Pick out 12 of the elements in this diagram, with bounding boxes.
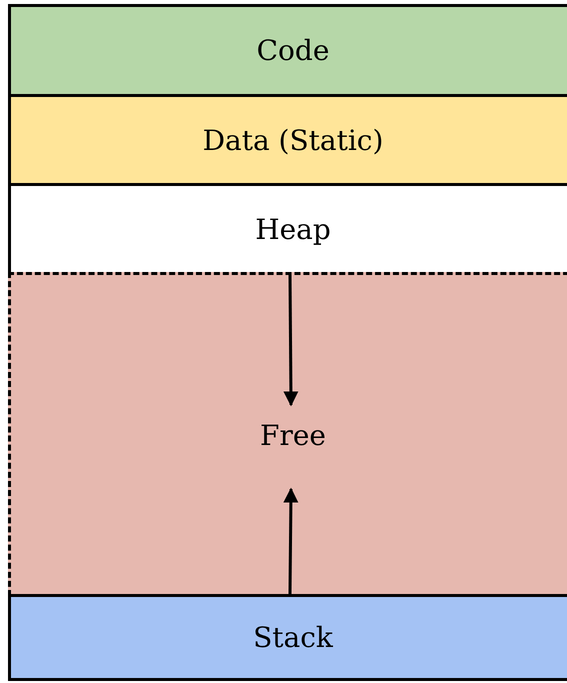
segment-label: Stack <box>253 621 333 654</box>
memory-segment <box>8 183 567 273</box>
segment-label: Data (Static) <box>202 124 384 156</box>
arrow <box>283 488 298 594</box>
memory-segment <box>8 594 567 681</box>
arrow <box>283 273 298 406</box>
segment-label: Heap <box>255 213 331 246</box>
memory-segment <box>8 94 567 184</box>
free-memory-region <box>8 272 567 596</box>
segment-label: Free <box>260 419 326 452</box>
memory-segment <box>8 4 567 95</box>
segment-label: Code <box>256 34 330 67</box>
